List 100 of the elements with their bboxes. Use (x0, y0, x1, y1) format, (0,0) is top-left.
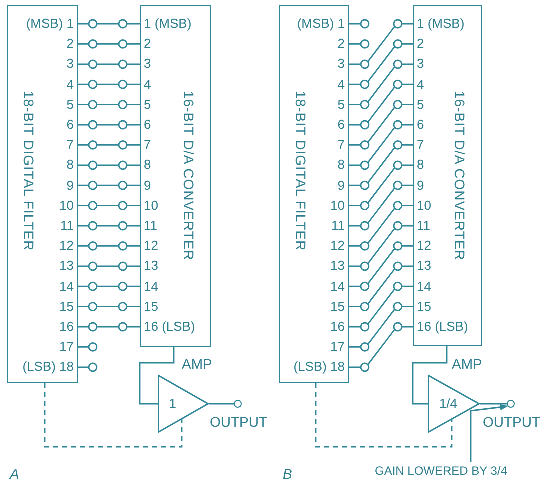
pin-label: 5 (66, 96, 74, 113)
wire (139, 347, 175, 405)
switch-wire (77, 180, 141, 190)
pin-label: 10 (144, 198, 158, 214)
switch-wire (348, 221, 414, 272)
pin-label: 11 (60, 218, 74, 234)
switch-wire (348, 100, 414, 150)
switch-wire (77, 282, 141, 292)
filter-block (279, 5, 349, 383)
pin-label: 12 (60, 238, 74, 254)
switch-wire (348, 40, 414, 90)
pin-label: 10 (417, 198, 432, 214)
pin-label: 4 (144, 76, 152, 93)
switch-wire (77, 160, 141, 170)
wire (315, 383, 453, 448)
pin-label: 4 (66, 76, 74, 93)
pin-label: 2 (144, 36, 152, 52)
pin-label: 5 (338, 96, 345, 113)
output-terminal (507, 400, 515, 408)
pin-label: 2 (338, 36, 345, 52)
pin-label: 13 (330, 258, 345, 274)
pin-label: 7 (66, 137, 74, 154)
pin-label: 11 (417, 218, 430, 234)
amplifier-label: AMP (452, 356, 482, 372)
pin-label: 11 (144, 218, 158, 234)
filter-block (7, 5, 78, 383)
switch-wire (348, 180, 414, 231)
switch-wire (348, 60, 414, 110)
pin-label: 7 (338, 137, 345, 154)
pin-label: 3 (417, 56, 424, 72)
switch-wire (77, 221, 141, 231)
block-label: 16-BIT D/A CONVERTER (181, 91, 197, 261)
pin-label: 16 (LSB) (144, 319, 196, 335)
pin-label: 1 (MSB) (417, 16, 465, 32)
amplifier-label: AMP (182, 356, 212, 372)
panel-letter: A (10, 466, 20, 482)
pin-label: 10 (60, 198, 74, 214)
converter-block (140, 5, 211, 347)
switch-wire (77, 100, 141, 110)
switch-wire (77, 242, 141, 251)
pin-label: 9 (417, 178, 424, 194)
switch-wire (77, 80, 141, 90)
pin-label: (LSB) 18 (294, 359, 345, 376)
pin-label: 15 (330, 298, 345, 315)
switch-wire (77, 19, 141, 29)
pin-label: 6 (144, 117, 152, 133)
pin-label: 16 (LSB) (417, 319, 468, 335)
gain-value: 1 (169, 396, 176, 412)
pin-label: 8 (417, 157, 424, 174)
switch-wire (77, 120, 141, 130)
pin-label: 12 (144, 238, 158, 254)
output-terminal (234, 400, 242, 408)
wire (44, 383, 183, 448)
pin-label: 2 (417, 36, 424, 52)
switch-wire (348, 242, 414, 292)
pin-label: 14 (417, 278, 432, 295)
switch-wire (348, 302, 414, 352)
pin-label: 9 (66, 178, 74, 194)
pin-label: 15 (144, 298, 158, 315)
gain-value: 1/4 (439, 396, 458, 412)
pin-label: 7 (417, 137, 424, 154)
pin-label: 1 (MSB) (144, 16, 192, 32)
pin-label: 15 (60, 298, 74, 315)
switch-wire (348, 282, 414, 332)
output-label: OUTPUT (483, 414, 541, 430)
pin-label: 6 (417, 117, 424, 133)
block-label: 18-BIT DIGITAL FILTER (21, 91, 37, 252)
wire (412, 346, 448, 405)
pin-label: 3 (66, 56, 74, 72)
pin-label: 9 (338, 178, 345, 194)
pin-label: 14 (144, 278, 158, 295)
pin-label: 7 (144, 137, 152, 154)
wire (480, 403, 507, 405)
switch-wire (77, 262, 141, 272)
pin-label: 9 (144, 178, 152, 194)
switch-wire (77, 302, 141, 312)
switch-wire (348, 19, 414, 70)
switch-wire (348, 80, 414, 130)
switch-wire (77, 140, 141, 150)
pin-label: 8 (66, 157, 74, 174)
output-label: OUTPUT (210, 414, 268, 430)
switch-wire (348, 201, 414, 251)
pin-label: 12 (330, 238, 345, 254)
pin-label: 2 (66, 36, 74, 52)
switch-wire (77, 201, 141, 210)
block-label: 18-BIT DIGITAL FILTER (293, 91, 309, 252)
pin-label: 13 (417, 258, 432, 274)
panel-letter: B (283, 466, 292, 482)
pin-label: 14 (330, 278, 345, 295)
pin-label: 5 (417, 96, 424, 113)
switch-wire (77, 40, 141, 49)
pin-label: 13 (144, 258, 158, 274)
pin-label: 4 (338, 76, 345, 93)
pin-label: (LSB) 18 (22, 359, 74, 376)
pin-label: 15 (417, 298, 432, 315)
pin-label: 17 (60, 339, 74, 356)
pin-label: 16 (330, 319, 345, 335)
pin-label: 11 (332, 218, 345, 234)
switch-wire (348, 322, 414, 372)
note-text: GAIN LOWERED BY 3/4 (375, 463, 508, 479)
